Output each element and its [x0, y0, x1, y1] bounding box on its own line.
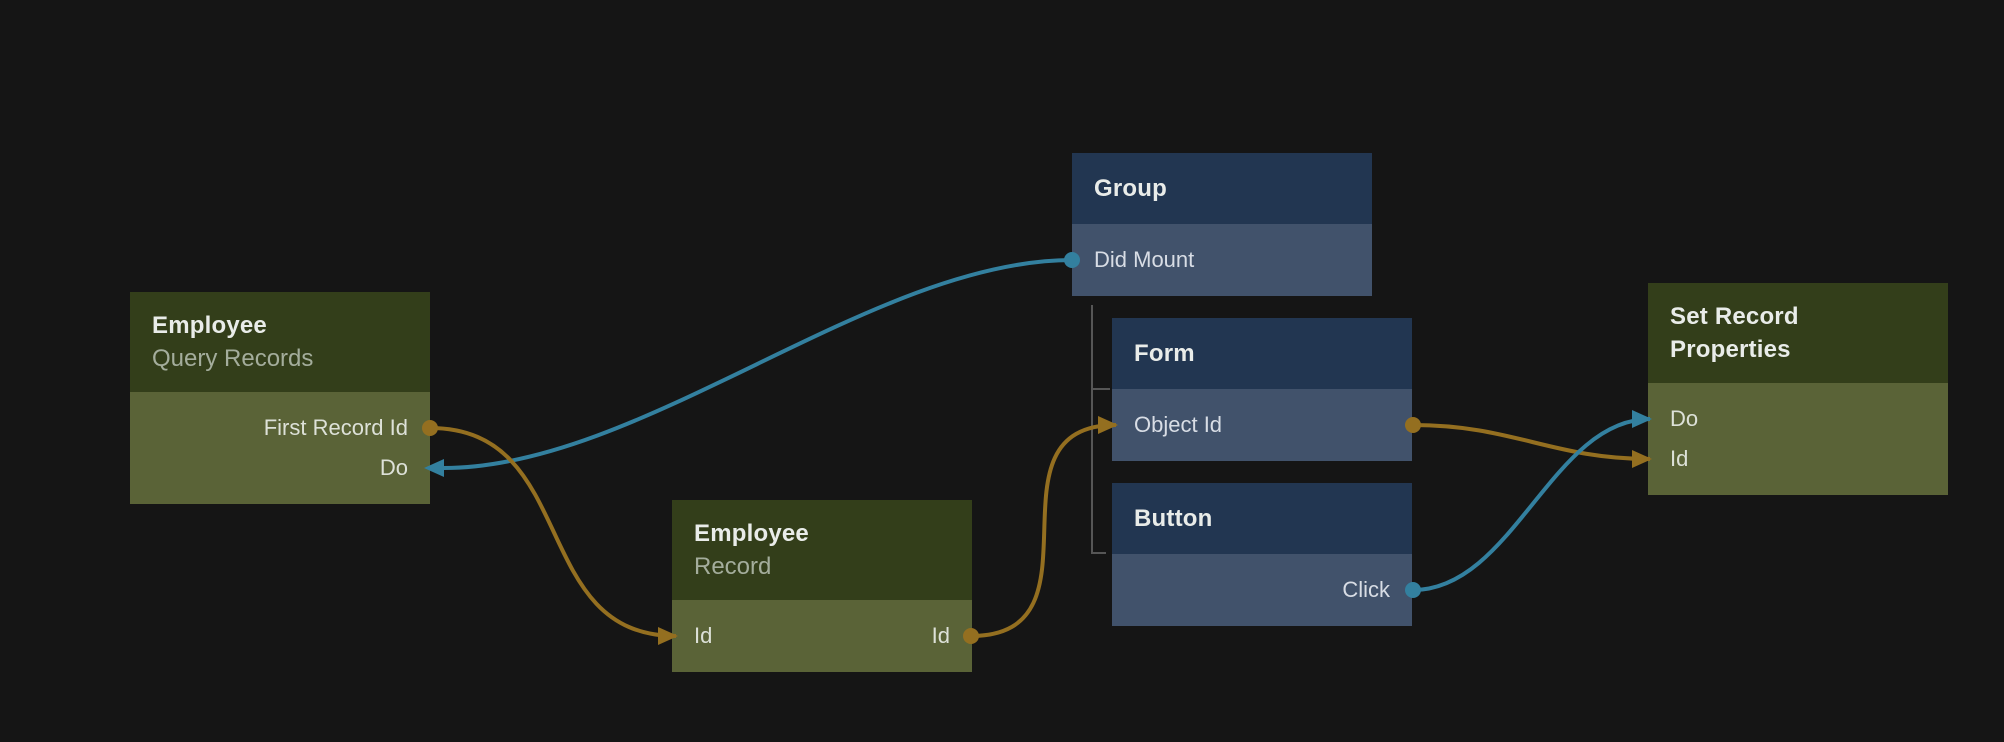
node-header: Employee Record: [672, 500, 972, 600]
port-first-record-id[interactable]: First Record Id: [263, 415, 408, 440]
node-group[interactable]: Group Did Mount: [1072, 153, 1372, 296]
node-header: Group: [1072, 153, 1372, 224]
node-button[interactable]: Button Click: [1112, 483, 1412, 626]
port-click[interactable]: Click: [1342, 577, 1390, 602]
node-title: Set Record Properties: [1670, 303, 1799, 363]
hierarchy-line-group-to-button: [1091, 305, 1106, 554]
node-form[interactable]: Form Object Id: [1112, 318, 1412, 461]
node-header: Form: [1112, 318, 1412, 389]
port-object-id[interactable]: Object Id: [1134, 412, 1223, 437]
node-subtitle: Record: [694, 553, 772, 580]
connection-objectid-to-id: [1405, 417, 1652, 468]
node-set-record-properties[interactable]: Set Record Properties Do Id: [1648, 283, 1948, 495]
connection-firstrecordid-to-id: [422, 420, 678, 645]
node-body: Id Id: [672, 600, 972, 672]
connection-click-to-do: [1405, 410, 1652, 598]
port-do[interactable]: Do: [1670, 406, 1699, 431]
wire-didmount-to-do[interactable]: [443, 258, 1073, 470]
node-body: Object Id: [1112, 389, 1412, 461]
node-title: Form: [1134, 340, 1195, 367]
node-header: Set Record Properties: [1648, 283, 1948, 383]
wire-click-to-do[interactable]: [1412, 417, 1651, 592]
node-subtitle: Query Records: [152, 345, 314, 372]
port-row-id: Id Id: [672, 616, 972, 656]
node-title: Employee: [694, 520, 809, 547]
node-body: Do Id: [1648, 383, 1948, 495]
node-employee-query-records[interactable]: Employee Query Records First Record Id D…: [130, 292, 430, 504]
node-title: Group: [1094, 175, 1167, 202]
port-id-input[interactable]: Id: [694, 623, 713, 648]
node-title: Button: [1134, 505, 1213, 532]
node-header: Employee Query Records: [130, 292, 430, 392]
node-title: Employee: [152, 312, 267, 339]
port-id[interactable]: Id: [1670, 446, 1689, 471]
connection-id-to-objectid: [963, 416, 1118, 644]
node-employee-record[interactable]: Employee Record Id Id: [672, 500, 972, 672]
port-id-output[interactable]: Id: [931, 623, 950, 648]
wire-firstrecordid-to-id[interactable]: [429, 426, 677, 638]
connection-didmount-to-do: [424, 252, 1080, 477]
port-did-mount[interactable]: Did Mount: [1094, 247, 1195, 272]
node-body: First Record Id Do: [130, 392, 430, 504]
node-header: Button: [1112, 483, 1412, 554]
node-body: Click: [1112, 554, 1412, 626]
wire-objectid-to-id[interactable]: [1412, 423, 1651, 461]
wire-id-to-objectid[interactable]: [970, 423, 1117, 638]
node-body: Did Mount: [1072, 224, 1372, 296]
port-do[interactable]: Do: [379, 455, 408, 480]
